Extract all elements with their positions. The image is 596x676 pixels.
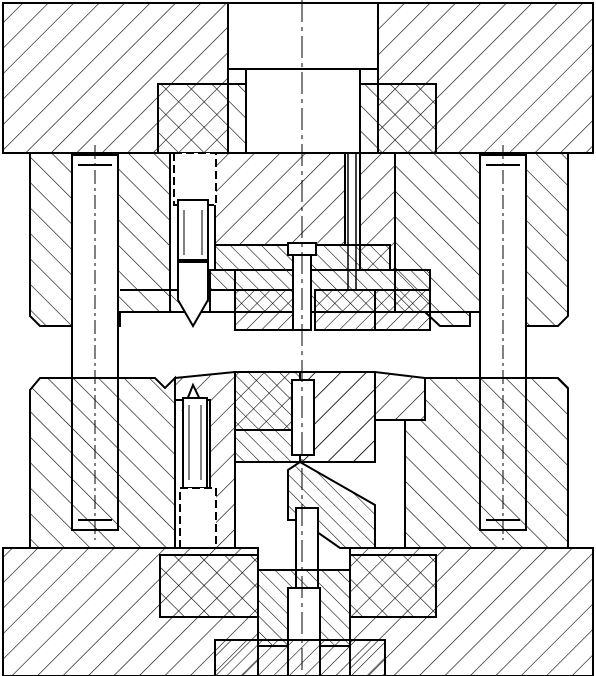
- lower-screw-left: [179, 382, 217, 549]
- upper-screw-left: [173, 152, 217, 329]
- lower-die-plate-left: [29, 375, 176, 549]
- upper-punch-center: [214, 152, 396, 271]
- shank-bore: [227, 2, 379, 154]
- upper-punch-holder: [157, 83, 437, 154]
- lower-die-plate-right: [404, 377, 569, 549]
- lower-die-holder: [159, 554, 437, 676]
- ejector-pin: [287, 379, 376, 609]
- lower-die-insert: [174, 371, 426, 549]
